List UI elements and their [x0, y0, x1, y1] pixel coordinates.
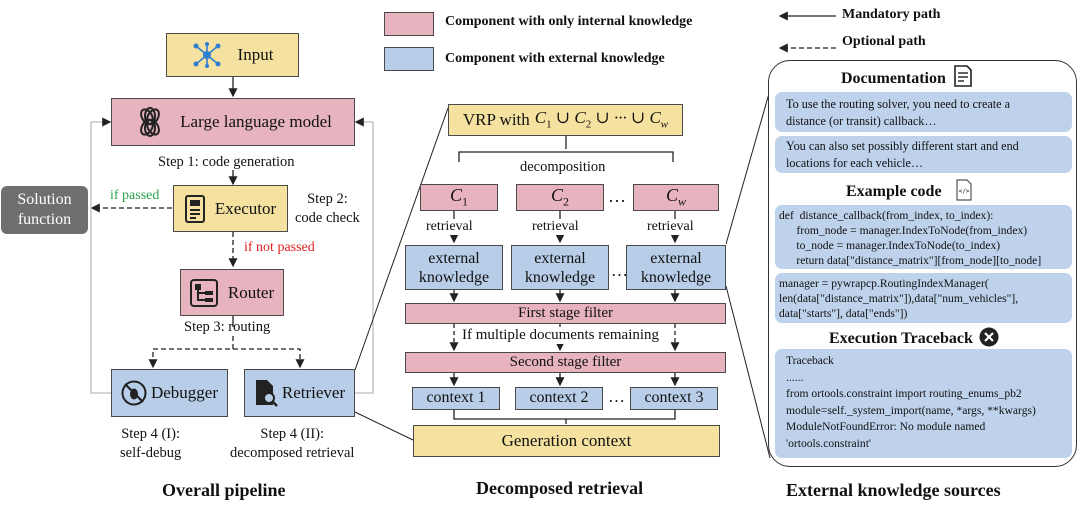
retrieval-label-3: retrieval: [647, 219, 694, 235]
legend-optional-label: Optional path: [842, 34, 926, 49]
context-1: context 1: [412, 387, 500, 410]
legend-internal-label: Component with only internal knowledge: [445, 14, 693, 29]
retrieval-label-2: retrieval: [532, 219, 579, 235]
svg-text:</>: </>: [958, 188, 969, 195]
input-label: Input: [237, 45, 274, 65]
solution-label: Solution function: [17, 191, 72, 228]
example-code-label: Example code: [846, 183, 942, 200]
code-snippet-2: [775, 273, 1072, 323]
if-passed-label: if passed: [110, 188, 160, 203]
if-not-passed-label: if not passed: [244, 240, 315, 255]
external-knowledge-1-label: external knowledge: [418, 249, 490, 286]
code-snippet-1: [775, 205, 1072, 269]
constraint-ellipsis: …: [608, 186, 626, 206]
traceback-label: Execution Traceback: [829, 330, 973, 347]
constraint-c1: C1: [420, 184, 498, 211]
step4a-label: Step 4 (I): self-debug: [120, 426, 182, 461]
executor-node: Executor: [173, 185, 288, 232]
bug-blocked-icon: [121, 380, 147, 406]
legend-swatch-external: [384, 47, 434, 71]
step3-label: Step 3: routing: [184, 319, 271, 335]
documentation-label: Documentation: [841, 70, 946, 87]
context-ellipsis: …: [608, 387, 625, 406]
context-1-label: context 1: [426, 389, 486, 407]
document-search-icon: [255, 380, 278, 407]
vrp-node: VRP with C1 ∪ C2 ∪ ··· ∪ Cw: [448, 104, 683, 136]
example-code-heading: Example code </>: [846, 179, 972, 201]
legend-mandatory-label: Mandatory path: [842, 7, 941, 22]
first-stage-filter: First stage filter: [405, 303, 726, 324]
code-snippet-2-text: manager = pywrapcp.RoutingIndexManager( …: [779, 277, 1019, 320]
external-knowledge-3-label: external knowledge: [640, 249, 712, 286]
multiple-docs-label: If multiple documents remaining: [460, 327, 662, 344]
traceback-snippet: [775, 349, 1072, 458]
legend-swatch-internal: [384, 12, 434, 36]
context-3: context 3: [630, 387, 718, 410]
debugger-label: Debugger: [150, 383, 219, 403]
external-knowledge-2: external knowledge: [511, 245, 609, 290]
second-stage-filter: Second stage filter: [405, 352, 726, 373]
generation-context: Generation context: [413, 425, 720, 457]
constraint-c1-label: C1: [449, 185, 468, 209]
executor-label: Executor: [214, 198, 277, 218]
router-icon: [189, 278, 218, 307]
solution-function-node: Solution function: [1, 186, 88, 234]
decomposition-label: decomposition: [517, 159, 609, 176]
decomposed-title: Decomposed retrieval: [476, 478, 644, 498]
retriever-label: Retriever: [281, 383, 346, 403]
constraint-c2-label: C2: [550, 185, 569, 209]
openai-icon: [140, 107, 161, 137]
retrieval-label-1: retrieval: [426, 219, 473, 235]
router-label: Router: [227, 282, 275, 302]
code-file-icon: </>: [955, 179, 972, 201]
external-knowledge-2-label: external knowledge: [524, 249, 596, 286]
step2-label: Step 2: code check: [295, 191, 360, 226]
generation-label: Generation context: [501, 431, 632, 451]
step1-label: Step 1: code generation: [158, 154, 295, 170]
document-icon: [954, 65, 972, 87]
context-2-label: context 2: [529, 389, 589, 407]
constraint-c2: C2: [516, 184, 604, 211]
router-node: Router: [180, 269, 284, 316]
retriever-node: Retriever: [244, 369, 355, 417]
doc-snippet-2: [775, 136, 1072, 173]
vrp-prefix: VRP with: [462, 110, 530, 130]
sources-title: External knowledge sources: [786, 480, 1001, 500]
traceback-text: Traceback ...... from ortools.constraint…: [786, 354, 1036, 450]
llm-label: Large language model: [180, 112, 332, 132]
second-filter-label: Second stage filter: [509, 353, 622, 370]
documentation-heading: Documentation: [841, 65, 972, 88]
first-filter-label: First stage filter: [518, 304, 613, 321]
external-ellipsis: …: [611, 261, 628, 280]
input-node: Input: [166, 33, 299, 77]
pipeline-title: Overall pipeline: [162, 480, 286, 500]
constraint-cw-label: Cw: [665, 185, 687, 209]
doc-snippet-2-text: You can also set possibly different star…: [786, 139, 1019, 170]
context-2: context 2: [515, 387, 603, 410]
legend-external-label: Component with external knowledge: [445, 51, 665, 66]
error-icon: [979, 327, 999, 347]
constraint-cw: Cw: [633, 184, 719, 211]
code-snippet-1-text: def distance_callback(from_index, to_ind…: [779, 209, 1042, 267]
external-knowledge-1: external knowledge: [405, 245, 503, 290]
network-icon: [193, 42, 221, 68]
executor-icon: [184, 194, 205, 223]
external-knowledge-3: external knowledge: [626, 245, 726, 290]
llm-node: Large language model: [111, 98, 355, 146]
doc-snippet-1-text: To use the routing solver, you need to c…: [786, 97, 1011, 128]
context-3-label: context 3: [644, 389, 704, 407]
doc-snippet-1: [775, 92, 1072, 132]
traceback-heading: Execution Traceback: [829, 327, 999, 348]
debugger-node: Debugger: [111, 369, 228, 417]
vrp-union-formula: C1 ∪ C2 ∪ ··· ∪ Cw: [534, 108, 669, 131]
step4b-label: Step 4 (II): decomposed retrieval: [230, 426, 355, 461]
